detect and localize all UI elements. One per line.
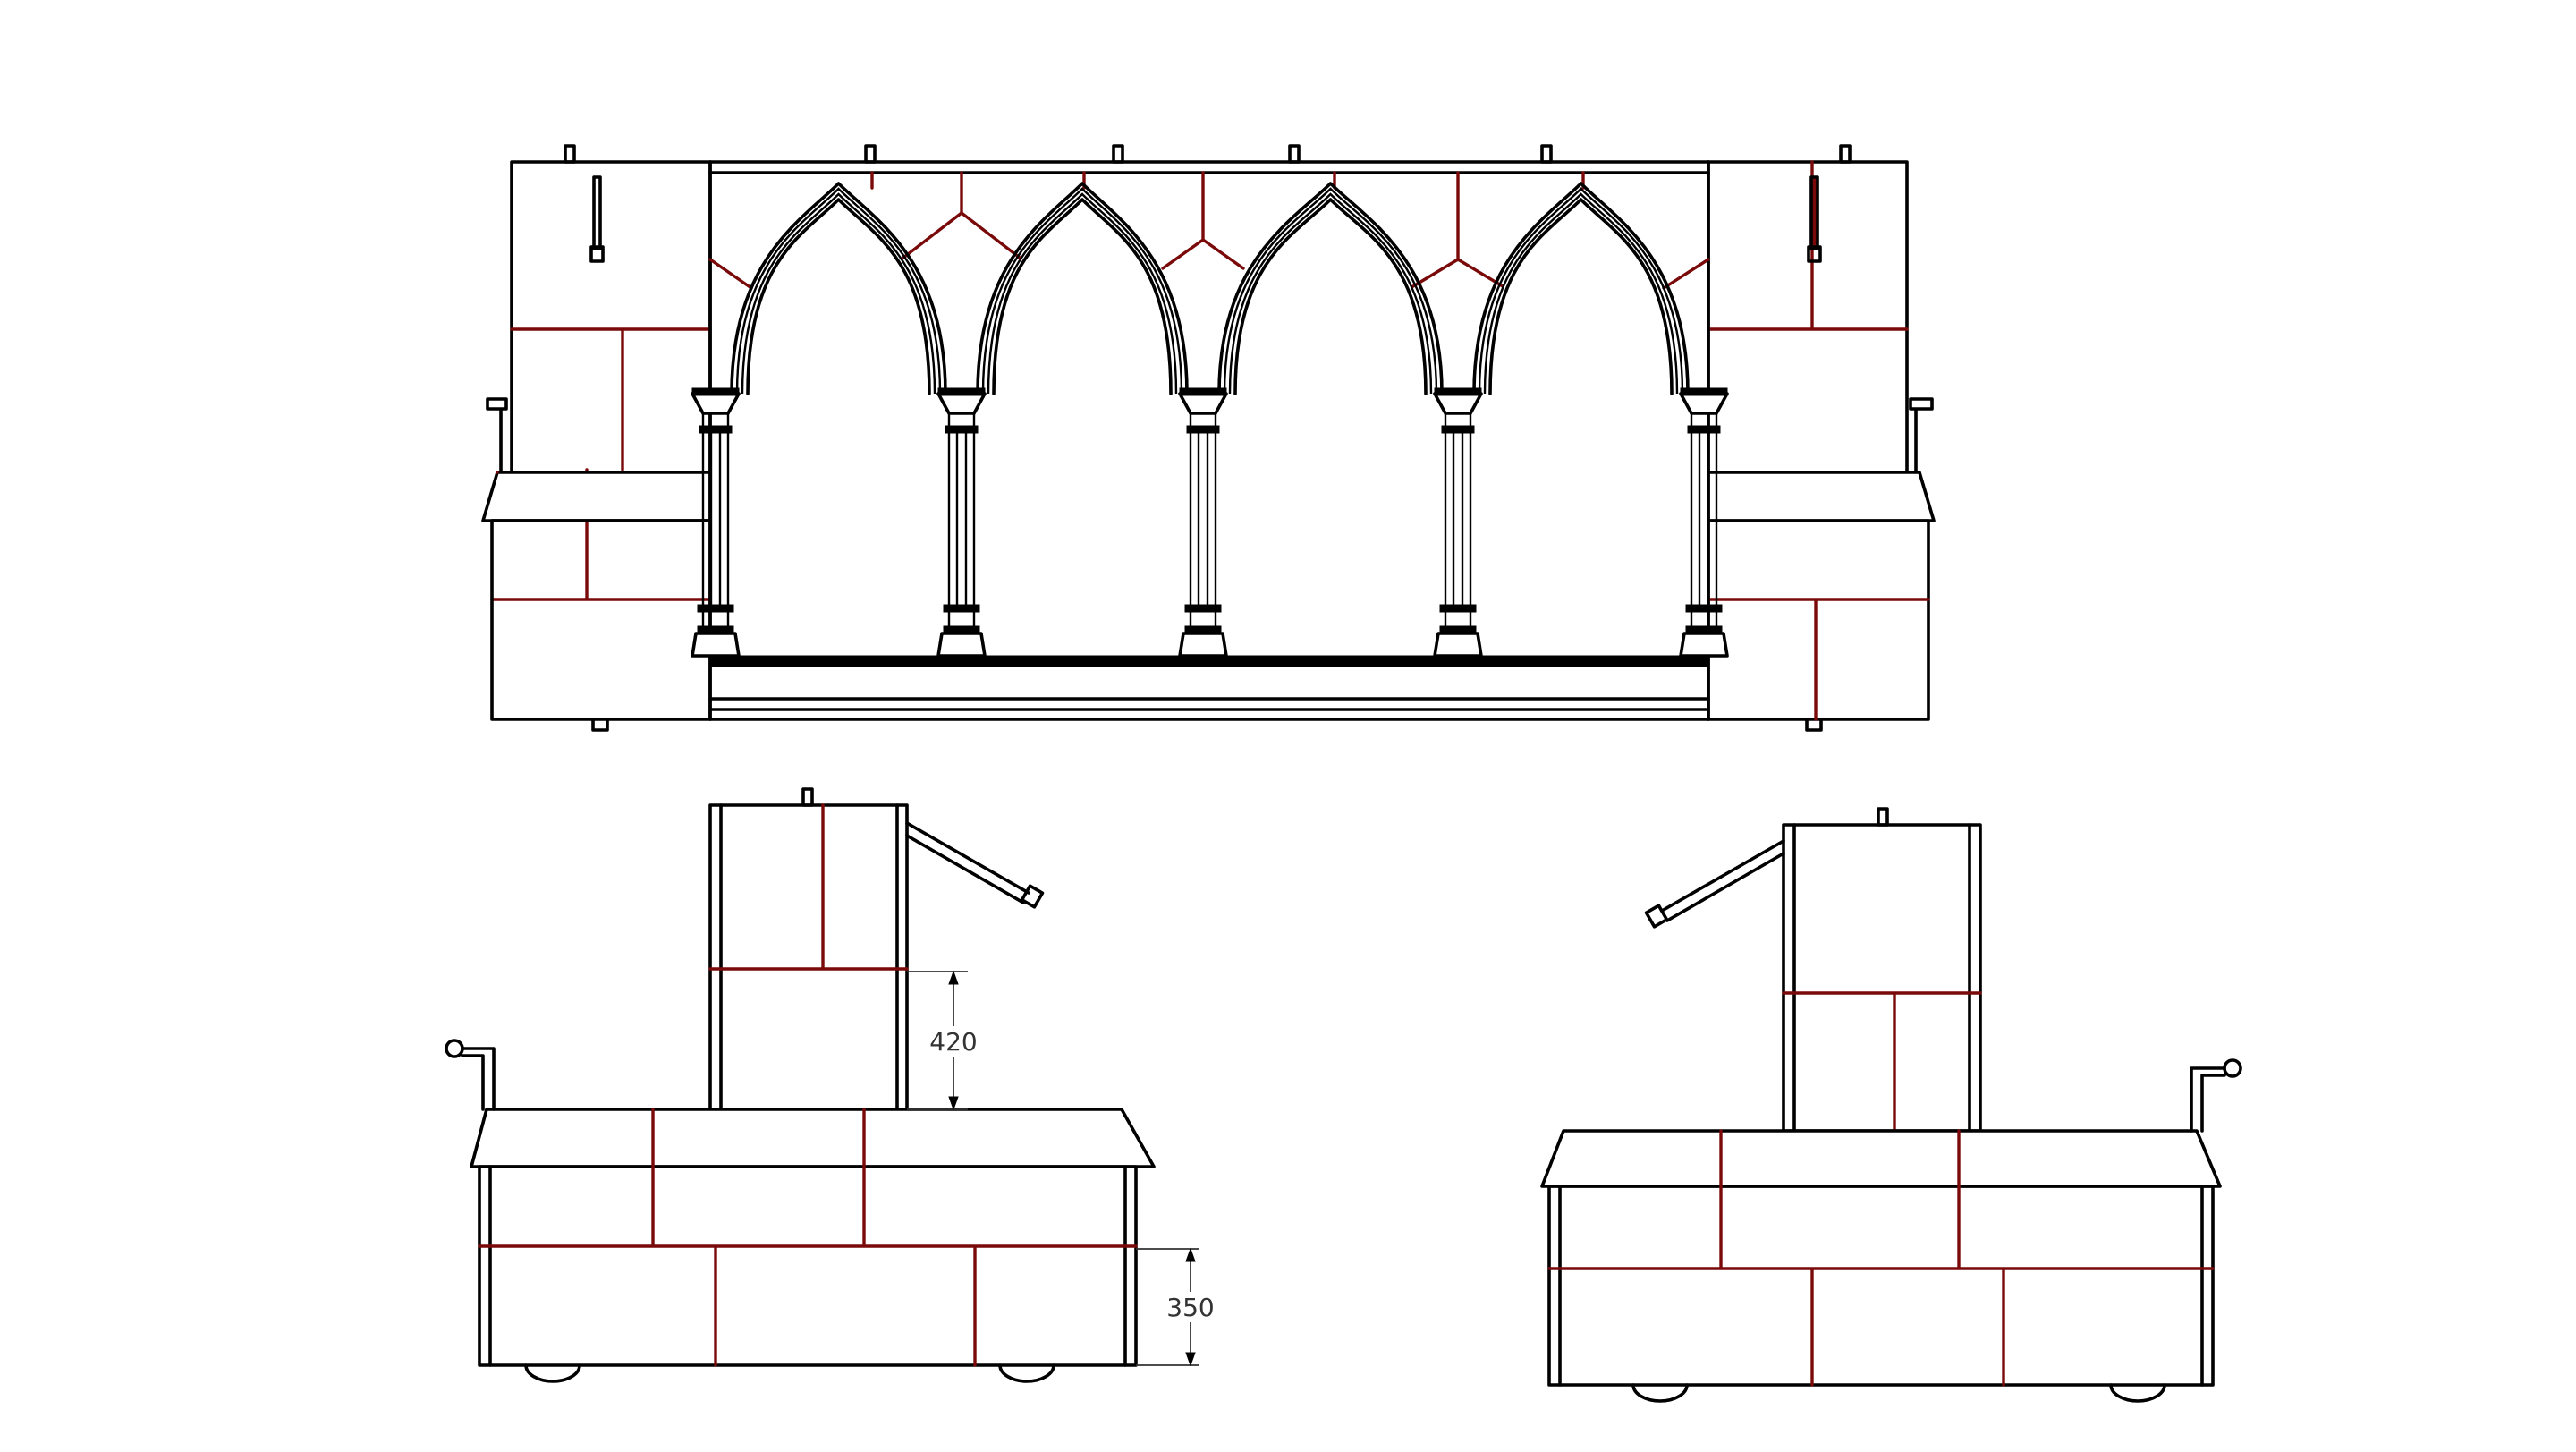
dimension-label-350: 350 <box>1166 1293 1214 1322</box>
column-3 <box>1178 387 1228 658</box>
column-5 <box>1679 387 1729 658</box>
column-4 <box>1433 387 1483 658</box>
right-tower <box>1707 160 1934 474</box>
gothic-arches <box>730 182 1690 395</box>
dimension-420: 420 <box>907 970 982 1111</box>
left-side-elevation: 420 350 <box>445 787 1220 1383</box>
right-side-elevation <box>1540 807 2242 1403</box>
dimension-label-420: 420 <box>929 1027 977 1057</box>
left-base <box>481 471 712 732</box>
arch-1 <box>730 182 947 395</box>
arch-3 <box>1217 182 1444 395</box>
column-1 <box>691 387 741 658</box>
dimension-350: 350 <box>1136 1247 1220 1367</box>
arch-2 <box>976 182 1189 395</box>
arcade-columns <box>691 387 1729 658</box>
right-base <box>1707 471 1936 732</box>
top-pegs <box>564 144 1852 164</box>
arch-4 <box>1472 182 1690 395</box>
front-elevation <box>481 144 1936 732</box>
column-2 <box>936 387 987 658</box>
spandrel-joints <box>708 171 1710 290</box>
left-tower <box>486 160 712 601</box>
